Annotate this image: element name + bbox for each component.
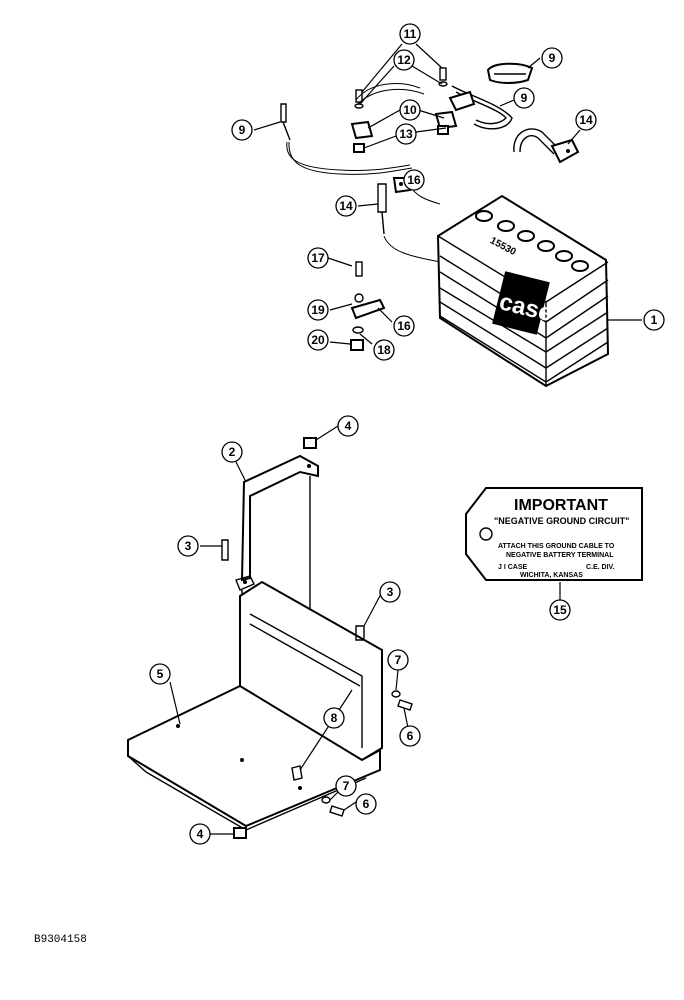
battery-tray	[127, 437, 413, 839]
callout-13: 13	[395, 123, 417, 145]
svg-text:15: 15	[553, 603, 567, 617]
svg-text:4: 4	[345, 419, 352, 433]
callout-2: 2	[221, 441, 243, 463]
hardware-group	[350, 261, 386, 351]
tag-line-2: NEGATIVE BATTERY TERMINAL	[506, 552, 614, 559]
tag-division: C.E. DIV.	[586, 564, 615, 571]
callout-20: 20	[307, 329, 329, 351]
svg-text:14: 14	[579, 113, 593, 127]
svg-text:3: 3	[185, 539, 192, 553]
tag-line-1: ATTACH THIS GROUND CABLE TO	[498, 543, 615, 550]
svg-text:11: 11	[404, 27, 417, 41]
callout-3-left: 3	[177, 535, 199, 557]
svg-text:16: 16	[407, 173, 421, 187]
callout-3-right: 3	[379, 581, 401, 603]
svg-text:10: 10	[403, 103, 417, 117]
callout-17: 17	[307, 247, 329, 269]
callout-19: 19	[307, 299, 329, 321]
callout-9-left: 9	[231, 119, 253, 141]
svg-text:20: 20	[311, 333, 325, 347]
svg-text:5: 5	[157, 667, 164, 681]
callout-8: 8	[323, 707, 345, 729]
svg-text:18: 18	[377, 343, 391, 357]
svg-text:9: 9	[239, 123, 246, 137]
svg-text:17: 17	[311, 251, 325, 265]
callout-4-bottom: 4	[189, 823, 211, 845]
tag-company: J I CASE	[498, 564, 528, 571]
callout-16-upper: 16	[403, 169, 425, 191]
svg-text:3: 3	[387, 585, 394, 599]
callout-6-upper: 6	[399, 725, 421, 747]
svg-text:8: 8	[331, 711, 338, 725]
svg-text:9: 9	[549, 51, 556, 65]
svg-text:16: 16	[397, 319, 411, 333]
callout-9-top: 9	[541, 47, 563, 69]
svg-text:9: 9	[521, 91, 528, 105]
callout-7-lower: 7	[335, 775, 357, 797]
svg-text:13: 13	[399, 127, 413, 141]
svg-text:6: 6	[407, 729, 414, 743]
callout-1: 1	[643, 309, 665, 331]
callout-5: 5	[149, 663, 171, 685]
callout-18: 18	[373, 339, 395, 361]
tag-subtitle: "NEGATIVE GROUND CIRCUIT"	[494, 516, 629, 526]
battery: case 15530	[436, 194, 610, 388]
callouts: 11 12 10 13 9 9 9 14 16 14 17 19 16 20 1…	[149, 23, 665, 845]
callout-12: 12	[393, 49, 415, 71]
tag-title: IMPORTANT	[514, 497, 608, 514]
callout-6-lower: 6	[355, 793, 377, 815]
figure-id: B9304158	[34, 934, 87, 946]
svg-text:6: 6	[363, 797, 370, 811]
svg-text:14: 14	[339, 199, 353, 213]
svg-text:4: 4	[197, 827, 204, 841]
svg-text:1: 1	[651, 313, 658, 327]
callout-11: 11	[399, 23, 421, 45]
callout-10: 10	[399, 99, 421, 121]
callout-4-top: 4	[337, 415, 359, 437]
callout-14-upper: 14	[575, 109, 597, 131]
battery-caps	[475, 210, 589, 272]
svg-text:7: 7	[395, 653, 402, 667]
callout-14-lower: 14	[335, 195, 357, 217]
callout-7-upper: 7	[387, 649, 409, 671]
tag-location: WICHITA, KANSAS	[520, 572, 583, 579]
svg-text:12: 12	[397, 53, 411, 67]
svg-text:7: 7	[343, 779, 350, 793]
callout-9-mid: 9	[513, 87, 535, 109]
svg-text:2: 2	[229, 445, 236, 459]
svg-text:19: 19	[311, 303, 325, 317]
callout-16-lower: 16	[393, 315, 415, 337]
callout-15: 15	[549, 599, 571, 621]
ground-warning-tag: IMPORTANT "NEGATIVE GROUND CIRCUIT" ATTA…	[465, 487, 643, 581]
